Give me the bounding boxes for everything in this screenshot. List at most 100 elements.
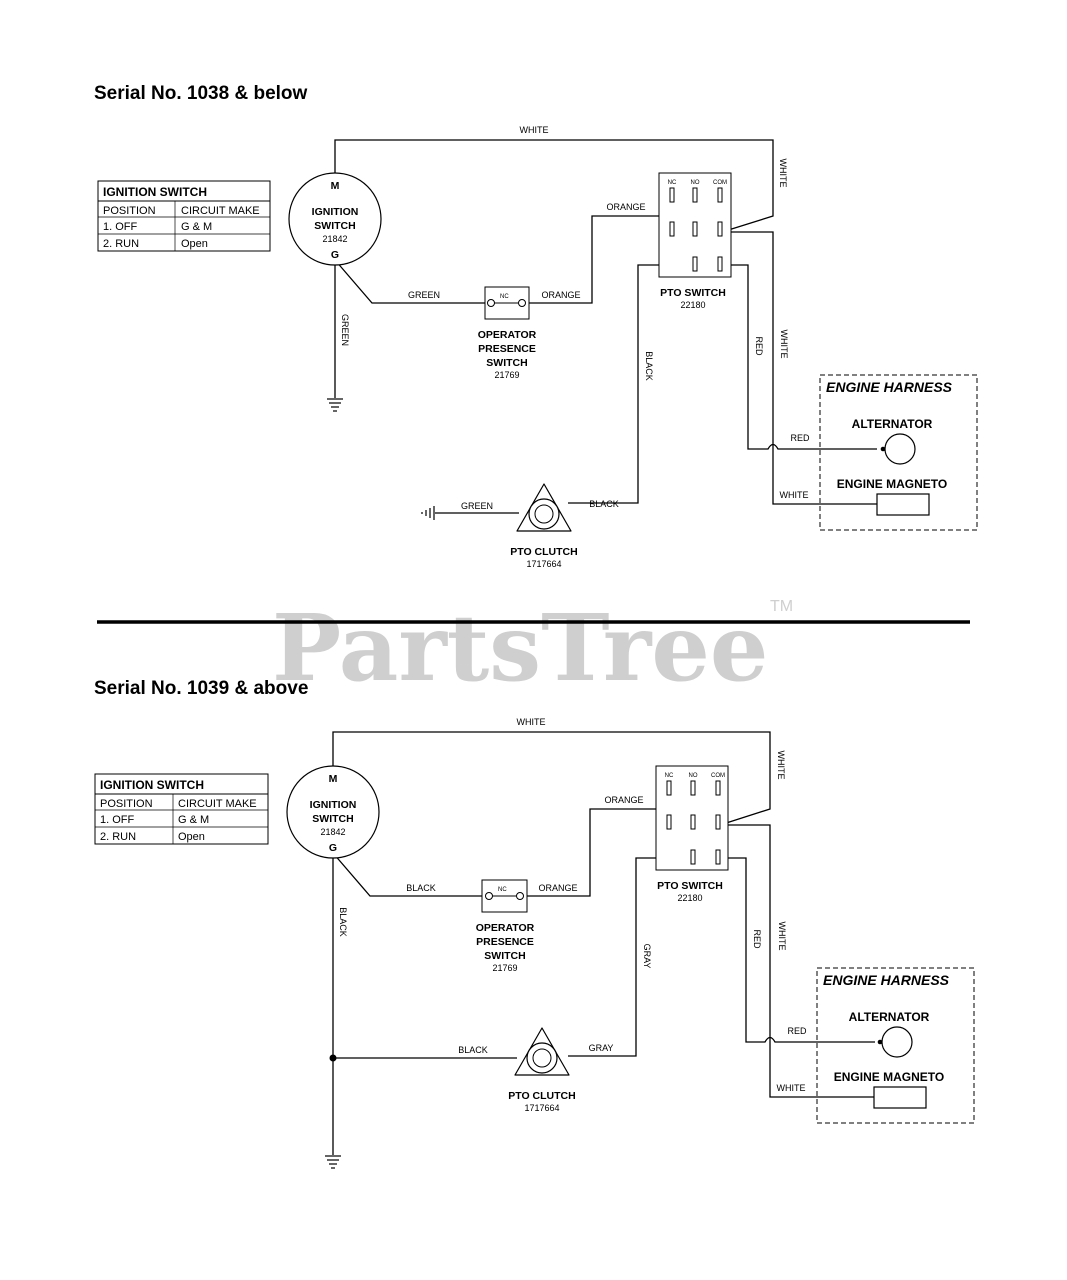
component-label: ALTERNATOR <box>849 1010 930 1024</box>
operator-presence-switch: NC OPERATOR PRESENCE SWITCH 21769 <box>478 286 537 380</box>
wire-label: GRAY <box>642 944 652 969</box>
wire-label: RED <box>787 1026 807 1036</box>
table-header-position: POSITION <box>103 205 156 217</box>
magneto-icon <box>876 493 930 516</box>
pin-label: NC <box>500 294 509 300</box>
engine-harness: ENGINE HARNESS ALTERNATOR ENGINE MAGNETO <box>819 374 978 531</box>
part-number: 21769 <box>492 963 517 973</box>
component-label: SWITCH <box>312 813 353 825</box>
part-number: 22180 <box>680 300 705 310</box>
ignition-switch-table: IGNITION SWITCH POSITION CIRCUIT MAKE 1.… <box>97 180 271 252</box>
table-cell: Open <box>181 238 208 250</box>
harness-title: ENGINE HARNESS <box>826 379 953 395</box>
harness-title: ENGINE HARNESS <box>823 972 950 988</box>
diagram-serial-1039-above: Serial No. 1039 & above IGNITION SWITCH … <box>94 678 975 1169</box>
component-label: ENGINE MAGNETO <box>834 1070 944 1084</box>
table-cell: 2. RUN <box>100 831 136 843</box>
component-label: PTO CLUTCH <box>508 1090 575 1102</box>
table-cell: G & M <box>178 814 209 826</box>
wire-label: ORANGE <box>541 290 580 300</box>
wire-label: BLACK <box>589 499 619 509</box>
wire-label: ORANGE <box>538 883 577 893</box>
component-label: ALTERNATOR <box>852 417 933 431</box>
component-label: PRESENCE <box>476 936 534 948</box>
table-cell: 2. RUN <box>103 238 139 250</box>
pin-label: G <box>329 842 337 854</box>
pin-label: G <box>331 249 339 261</box>
wire-label: RED <box>752 929 762 949</box>
wire-label: BLACK <box>458 1045 488 1055</box>
wire-white-top <box>334 139 774 233</box>
component-label: PTO CLUTCH <box>510 546 577 558</box>
wire-red <box>722 264 877 450</box>
watermark: PartsTree <box>272 594 768 702</box>
component-label: PTO SWITCH <box>660 287 726 299</box>
part-number: 1717664 <box>524 1103 559 1113</box>
wire-white-magneto <box>722 231 877 505</box>
wire-label: BLACK <box>644 351 654 381</box>
pin-label: NO <box>689 773 698 779</box>
table-cell: 1. OFF <box>100 814 135 826</box>
wire-ign-to-operator <box>334 259 485 304</box>
alternator-icon <box>881 1026 913 1058</box>
pto-switch: NC NO COM PTO SWITCH 22180 <box>658 172 732 310</box>
table-cell: 1. OFF <box>103 221 138 233</box>
wire-label: ORANGE <box>604 795 643 805</box>
wire-label: GREEN <box>408 290 440 300</box>
wire-label: WHITE <box>779 330 789 359</box>
part-number: 21842 <box>320 827 345 837</box>
wire-label: WHITE <box>780 490 809 500</box>
component-label: PTO SWITCH <box>657 880 723 892</box>
pto-clutch: PTO CLUTCH 1717664 <box>508 1027 576 1113</box>
operator-presence-switch: NC OPERATOR PRESENCE SWITCH 21769 <box>476 879 535 973</box>
pin-label: NC <box>668 180 677 186</box>
ground-icon <box>327 398 343 412</box>
wire-white-top <box>332 731 771 826</box>
pto-switch: NC NO COM PTO SWITCH 22180 <box>655 765 729 903</box>
table-title: IGNITION SWITCH <box>100 778 204 792</box>
pin-label: M <box>329 773 338 785</box>
watermark-trademark: TM <box>770 598 793 615</box>
part-number: 21769 <box>494 370 519 380</box>
part-number: 1717664 <box>526 559 561 569</box>
pin-label: COM <box>713 180 727 186</box>
alternator-icon <box>884 433 916 465</box>
ground-icon <box>325 1155 341 1169</box>
pin-label: NO <box>691 180 700 186</box>
pin-label: COM <box>711 773 725 779</box>
wire-white-magneto <box>720 824 875 1098</box>
pin-label: NC <box>498 887 507 893</box>
table-header-position: POSITION <box>100 798 153 810</box>
component-label: ENGINE MAGNETO <box>837 477 947 491</box>
table-cell: Open <box>178 831 205 843</box>
wire-label: GRAY <box>589 1043 614 1053</box>
wire-red <box>720 857 875 1043</box>
wire-label: RED <box>754 336 764 356</box>
pto-clutch: PTO CLUTCH 1717664 <box>510 483 578 569</box>
component-label: SWITCH <box>314 220 355 232</box>
junction-dot <box>329 1054 337 1062</box>
pin-label: NC <box>665 773 674 779</box>
ignition-switch: M IGNITION SWITCH 21842 G <box>288 172 382 266</box>
wire-label: BLACK <box>406 883 436 893</box>
wire-label: BLACK <box>338 907 348 937</box>
wire-label: GREEN <box>461 501 493 511</box>
component-label: PRESENCE <box>478 343 536 355</box>
ignition-switch-table: IGNITION SWITCH POSITION CIRCUIT MAKE 1.… <box>94 773 269 845</box>
table-title: IGNITION SWITCH <box>103 185 207 199</box>
pin-label: M <box>331 180 340 192</box>
component-label: SWITCH <box>484 950 525 962</box>
table-cell: G & M <box>181 221 212 233</box>
wire-ign-to-operator <box>332 852 482 897</box>
section-heading: Serial No. 1039 & above <box>94 678 308 699</box>
wire-label: WHITE <box>777 1083 806 1093</box>
component-label: OPERATOR <box>476 922 535 934</box>
wire-label: WHITE <box>776 751 786 780</box>
ground-icon <box>421 506 435 520</box>
wire-label: WHITE <box>777 922 787 951</box>
ignition-switch: M IGNITION SWITCH 21842 G <box>286 765 380 859</box>
part-number: 22180 <box>677 893 702 903</box>
engine-harness: ENGINE HARNESS ALTERNATOR ENGINE MAGNETO <box>816 967 975 1124</box>
component-label: SWITCH <box>486 357 527 369</box>
